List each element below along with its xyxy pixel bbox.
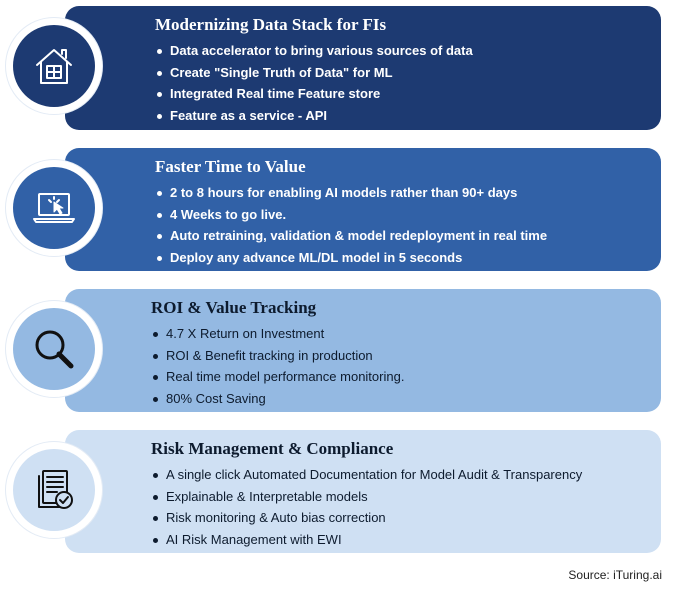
panel-roi-value-tracking: ROI & Value Tracking 4.7 X Return on Inv… [65,289,661,412]
list-item: Explainable & Interpretable models [152,486,582,508]
list-item: ROI & Benefit tracking in production [152,345,404,367]
list-item: Real time model performance monitoring. [152,366,404,388]
document-check-icon [38,470,73,509]
source-caption: Source: iTuring.ai [568,568,662,582]
list-item: 4.7 X Return on Investment [152,323,404,345]
laptop-click-icon [33,193,75,223]
list-item: Risk monitoring & Auto bias correction [152,507,582,529]
list-item: 4 Weeks to go live. [156,204,547,226]
list-item: Data accelerator to bring various source… [156,40,473,62]
list-item: Auto retraining, validation & model rede… [156,225,547,247]
list-item: A single click Automated Documentation f… [152,464,582,486]
panel-risk-management-compliance: Risk Management & Compliance A single cl… [65,430,661,553]
panel-title: Faster Time to Value [155,157,306,176]
list-item: Feature as a service - API [156,105,473,127]
panel-title: Modernizing Data Stack for FIs [155,15,387,34]
list-item: AI Risk Management with EWI [152,529,582,551]
list-item: Create "Single Truth of Data" for ML [156,62,473,84]
panel-modernizing-data-stack: Modernizing Data Stack for FIs Data acce… [65,6,661,130]
house-icon [36,49,72,84]
list-item: Deploy any advance ML/DL model in 5 seco… [156,247,547,269]
list-item: 2 to 8 hours for enabling AI models rath… [156,182,547,204]
panel-title: ROI & Value Tracking [151,298,317,317]
panel-faster-time-to-value: Faster Time to Value 2 to 8 hours for en… [65,148,661,271]
bullet-list: A single click Automated Documentation f… [152,464,582,550]
list-item: 80% Cost Saving [152,388,404,410]
bullet-list: 2 to 8 hours for enabling AI models rath… [156,182,547,268]
list-item: Integrated Real time Feature store [156,83,473,105]
house-icon-badge [6,18,102,114]
bullet-list: 4.7 X Return on Investment ROI & Benefit… [152,323,404,409]
panel-title: Risk Management & Compliance [151,439,394,458]
magnifier-icon [35,330,74,369]
document-check-icon-badge [6,442,102,538]
bullet-list: Data accelerator to bring various source… [156,40,473,126]
laptop-click-icon-badge [6,160,102,256]
magnifier-icon-badge [6,301,102,397]
